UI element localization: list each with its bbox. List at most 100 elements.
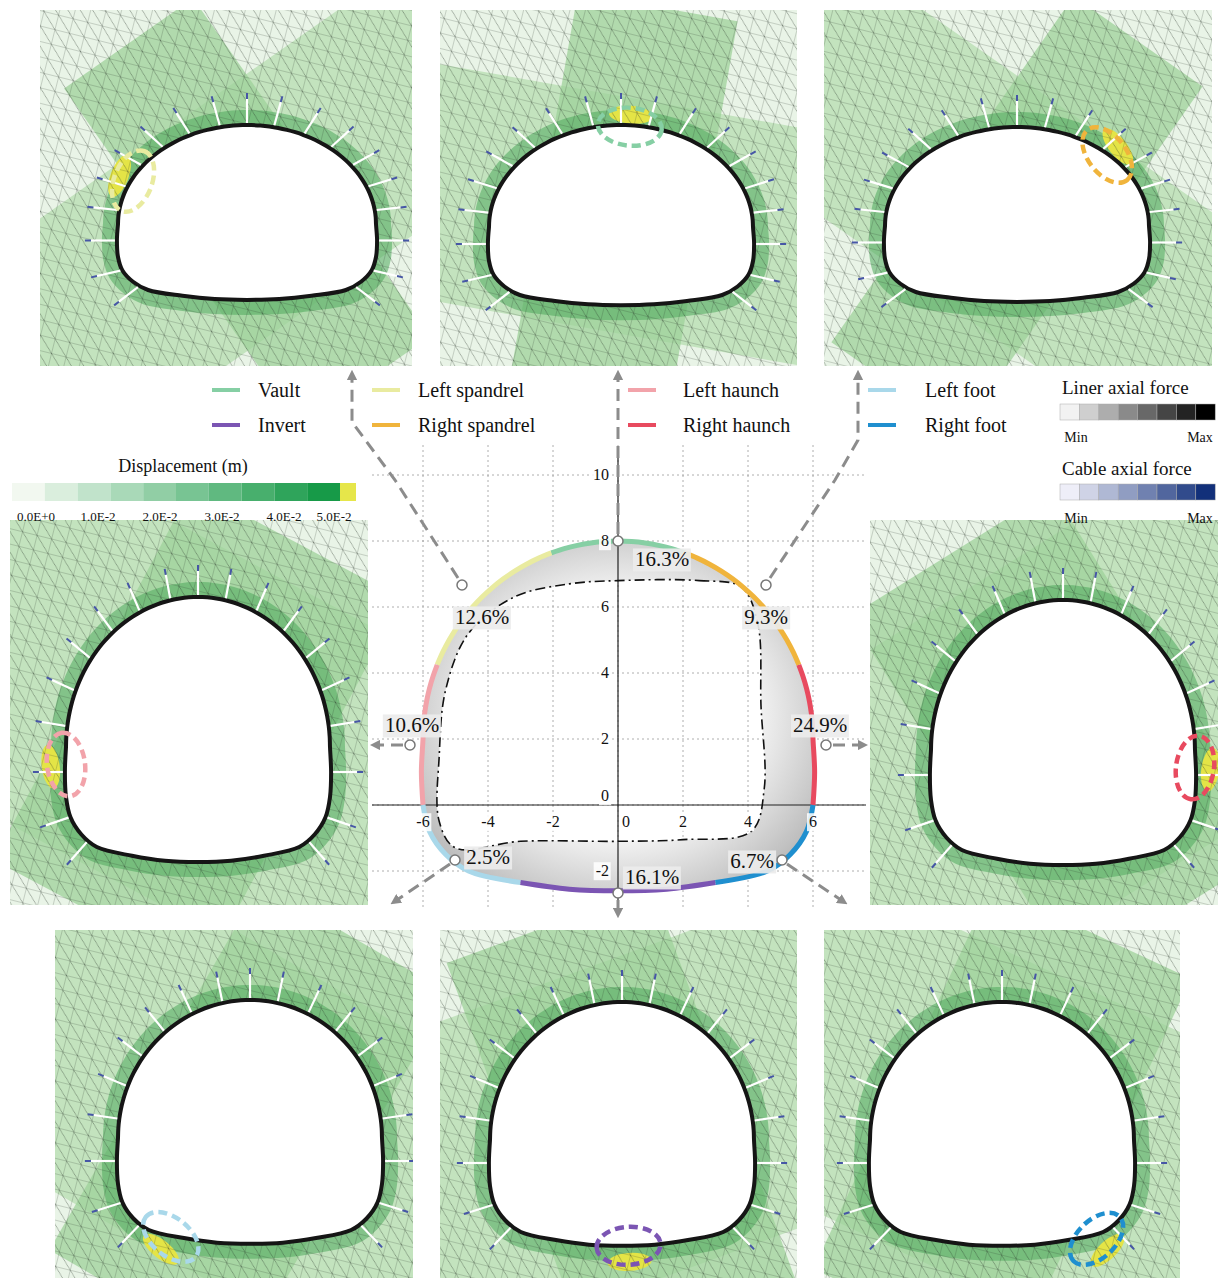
rock-bolt-cable: [322, 680, 344, 690]
rock-bolt-cable: [860, 209, 884, 212]
displacement-zone: [55, 930, 413, 1278]
cable-force: [932, 863, 936, 868]
cable-force: [317, 108, 320, 113]
rock-bolt-cable: [91, 239, 115, 241]
rock-bolt-cable: [933, 992, 943, 1014]
cable-force: [844, 1212, 850, 1214]
axis-tick: 4: [599, 664, 611, 682]
rock-bolt-cable: [379, 239, 403, 241]
measure-point: [405, 740, 415, 750]
panel-ground: [440, 10, 797, 366]
cable-force: [349, 127, 353, 131]
cable-force: [513, 127, 517, 131]
cable-force: [128, 583, 130, 589]
rock-bolt-cable: [1187, 683, 1209, 693]
rock-bolt-cable: [197, 571, 199, 595]
rock-bolt-cable: [464, 210, 488, 213]
grid-line: [372, 607, 866, 608]
rock-bolt-cable: [911, 821, 934, 829]
cable-force: [968, 974, 969, 980]
rock-bolt-cable: [553, 992, 563, 1014]
cable-force: [551, 987, 554, 992]
rock-bolt-cable: [119, 287, 138, 302]
cable-force: [40, 825, 46, 827]
cable-force: [768, 179, 774, 181]
cable-force: [97, 177, 103, 179]
cable-force: [298, 606, 302, 611]
axis-tick: -2: [544, 813, 561, 831]
colorbar-step: [1196, 484, 1215, 500]
cable-force: [1089, 110, 1092, 115]
callout-arrow: [352, 374, 458, 578]
cable-force: [1190, 863, 1194, 868]
callout-arrow: [833, 744, 864, 747]
colorbar-tick: 2.0E-2: [142, 510, 177, 524]
highlight-ellipse: [596, 105, 663, 148]
cable-force: [1148, 1076, 1154, 1078]
legend-label: Right spandrel: [418, 414, 535, 436]
grid-line: [683, 445, 684, 908]
callout-arrow: [374, 744, 403, 747]
rock-bolt-cable: [870, 181, 893, 188]
rock-bolt-cable: [257, 588, 266, 610]
fem-panel: [440, 930, 797, 1278]
rock-bolt-cable: [42, 722, 66, 726]
rock-bolt-cable: [707, 131, 725, 147]
rock-bolt-cable: [752, 1205, 775, 1212]
rock-bolt-cable: [495, 1043, 514, 1058]
rock-bolt-cable: [1001, 976, 1003, 1000]
cable-force: [1035, 974, 1036, 980]
fem-panel: [824, 930, 1180, 1278]
cable-force: [249, 968, 251, 974]
rock-bolt-cable: [733, 292, 752, 307]
colorbar-step: [1099, 484, 1118, 500]
panel-ground: [10, 520, 368, 905]
cable-force: [931, 987, 934, 992]
tunnel-segment: [716, 805, 814, 883]
cable-force: [1130, 1245, 1134, 1249]
rock-bolt-cable: [474, 181, 497, 188]
colorbar-step: [209, 483, 242, 501]
displacement-zone: [824, 930, 1180, 1278]
cable-force: [486, 307, 491, 311]
callout-arrow: [394, 864, 450, 902]
axis-tick: -4: [479, 813, 496, 831]
fem-mesh: [824, 930, 1180, 1278]
axis-tick: 10: [591, 466, 611, 484]
colorbar-tick: Max: [1187, 511, 1213, 526]
cable-force: [391, 177, 397, 179]
legend-label: Left spandrel: [418, 379, 524, 401]
percentage-value: 24.9%: [791, 714, 849, 737]
rock-bolt-cable: [751, 275, 774, 280]
rock-bolt-cable: [463, 1162, 487, 1164]
axis-tick: 8: [599, 532, 611, 550]
rock-bolt-cable: [98, 611, 112, 630]
cable-force: [91, 276, 97, 277]
cable-force: [460, 1115, 466, 1118]
cable-force: [283, 972, 284, 978]
cable-force: [1148, 303, 1153, 307]
cable-force: [870, 1245, 874, 1249]
rock-bolt-cable: [1126, 155, 1147, 166]
cable-force: [377, 1038, 382, 1042]
percentage-value: 6.7%: [728, 850, 776, 873]
rock-bolt-cable: [843, 1162, 867, 1164]
rock-bolt-cable: [904, 774, 928, 776]
colorbar-step: [1060, 404, 1079, 420]
rock-bolt-cable: [587, 102, 593, 125]
tunnel-liner: [869, 1002, 1135, 1246]
cable-force: [908, 129, 912, 133]
cable-force: [959, 609, 963, 614]
rock-bolt-cable: [284, 611, 298, 630]
cable-force: [750, 1245, 754, 1249]
rock-bolt-cable: [331, 131, 349, 147]
fem-mesh: [40, 10, 412, 366]
cable-force: [1215, 828, 1218, 830]
cable-force: [486, 151, 491, 154]
panel-ground: [440, 930, 797, 1278]
rock-bolt-cable: [650, 980, 655, 1004]
cable-force: [774, 1212, 780, 1214]
rock-bolt-cable: [494, 1228, 511, 1245]
